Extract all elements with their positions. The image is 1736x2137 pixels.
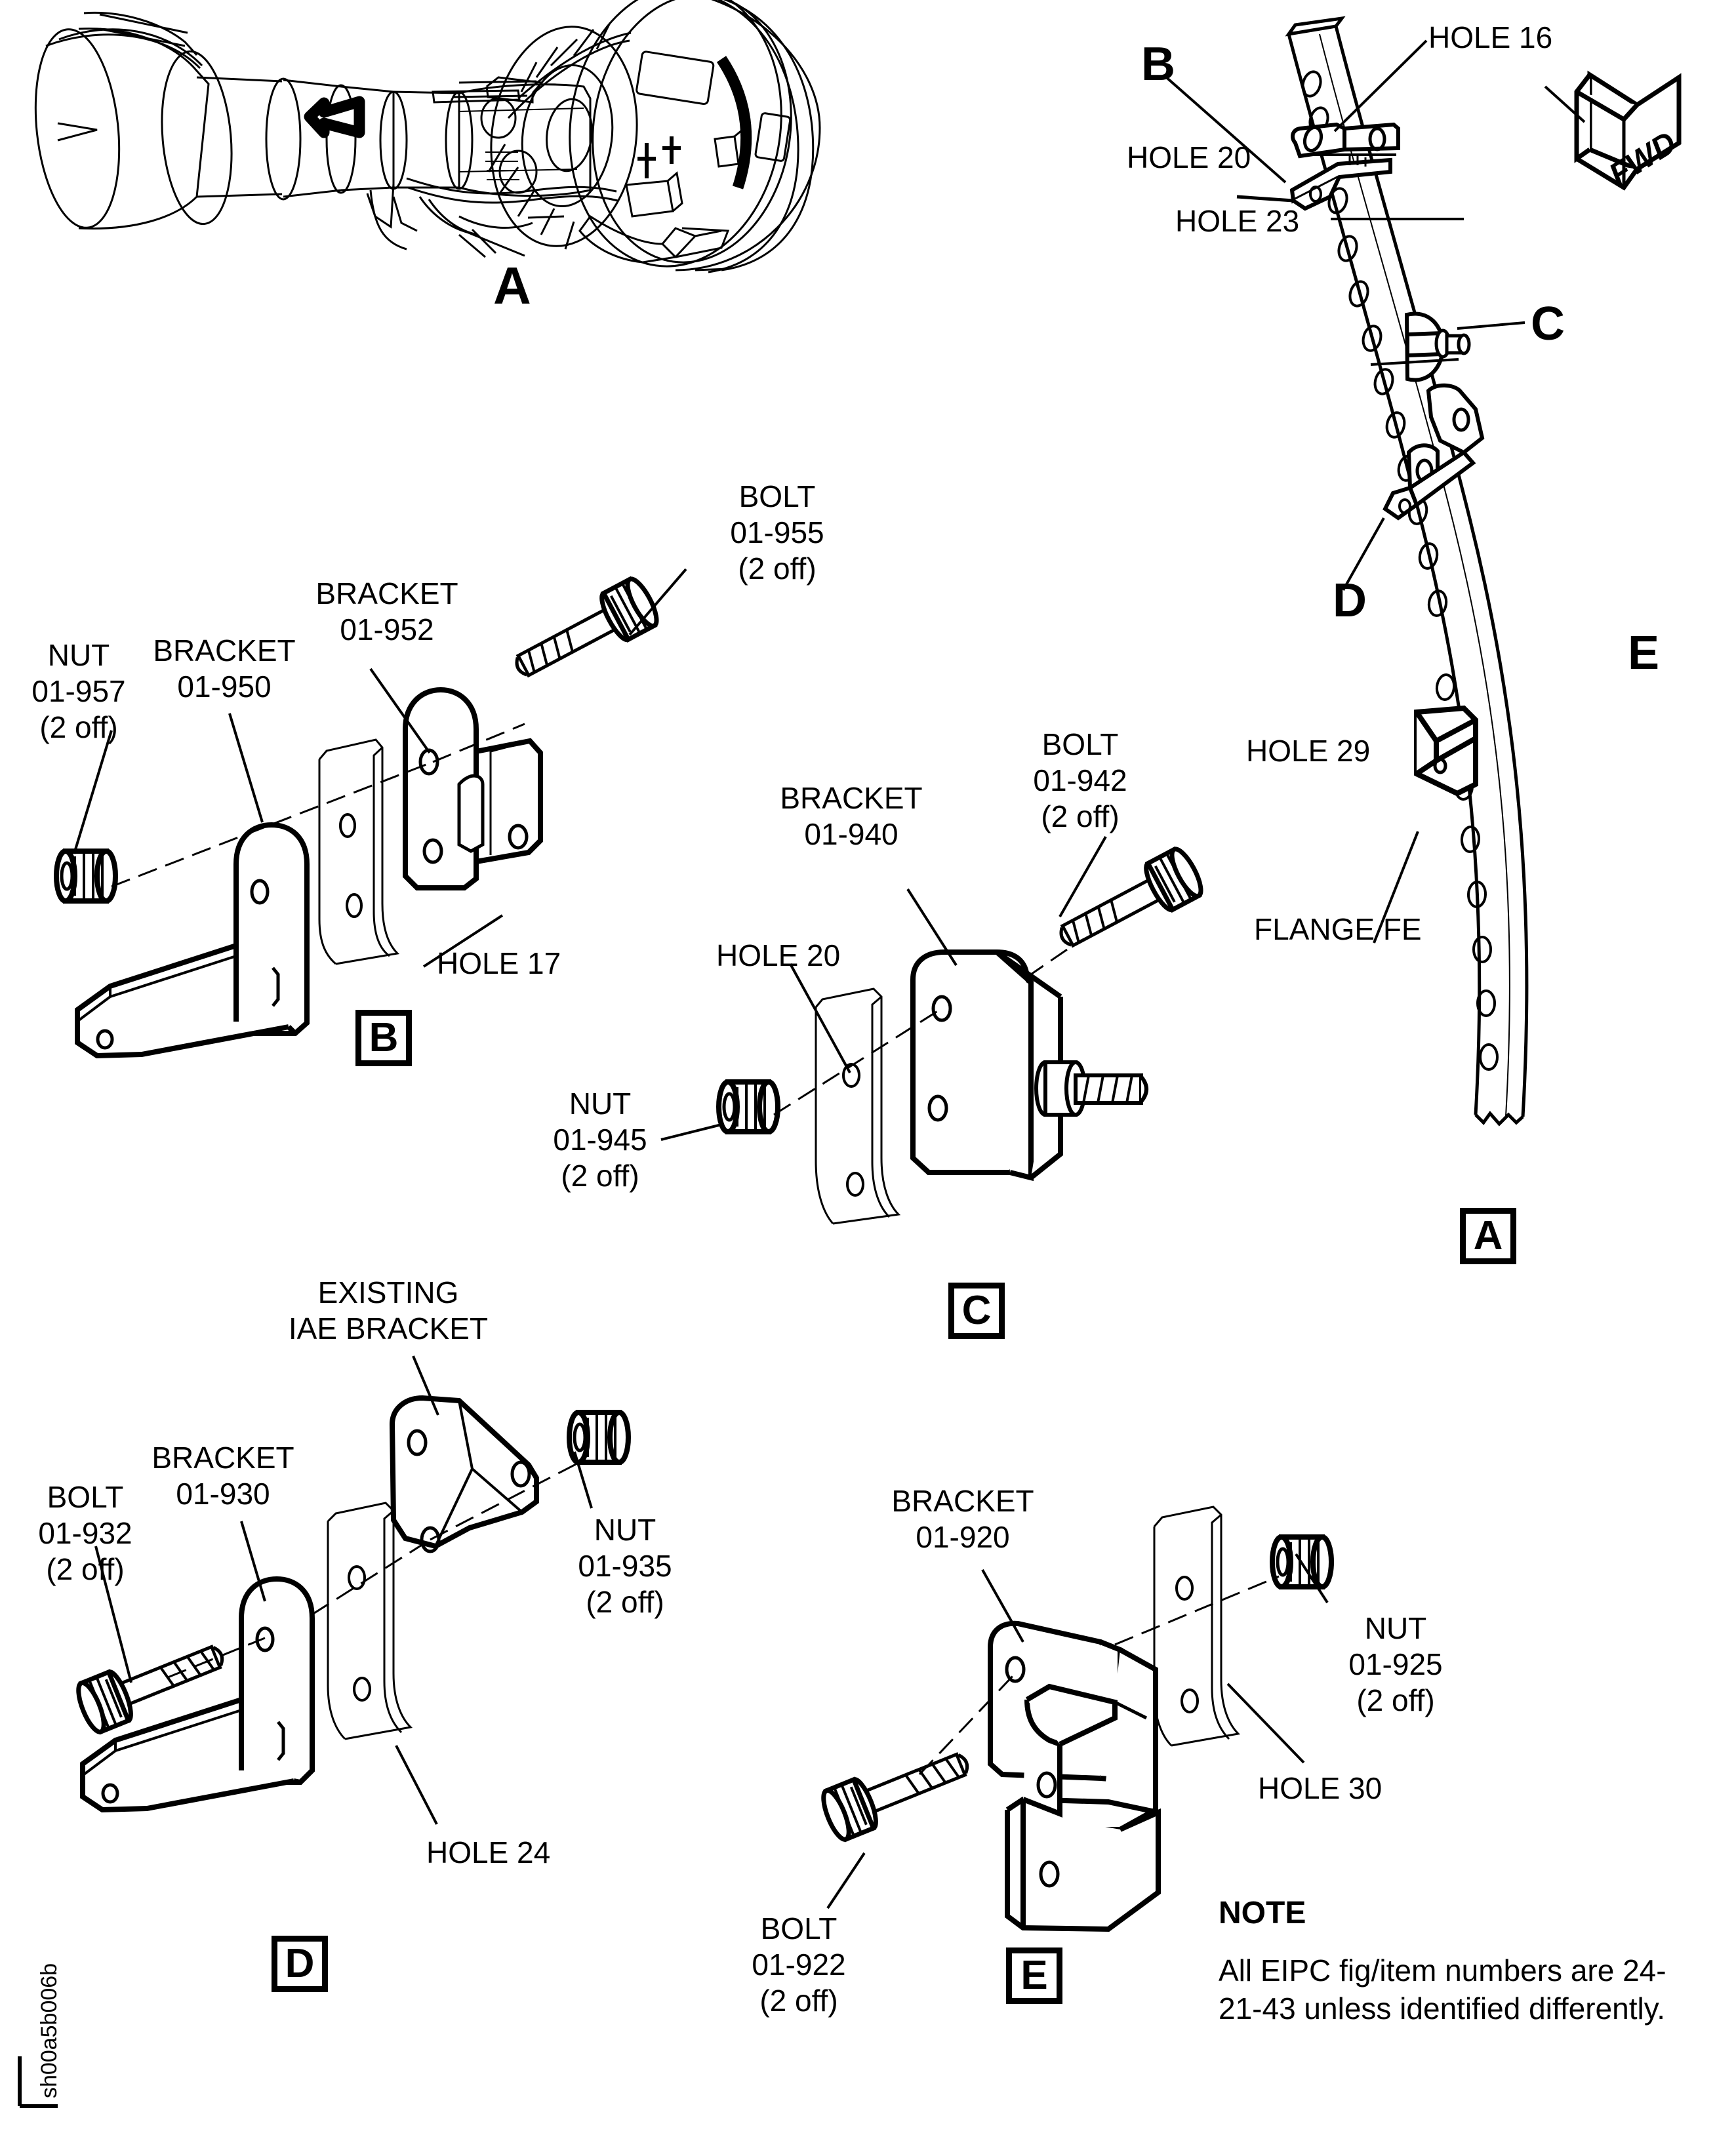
label-bolt-01-922: BOLT 01-922 (2 off) bbox=[752, 1911, 846, 2018]
nut-01-957-glyph bbox=[56, 851, 115, 901]
label-bracket-01-940: BRACKET 01-940 bbox=[780, 781, 923, 851]
engine-view-arrow-label: A bbox=[493, 256, 531, 315]
note-body: All EIPC fig/item numbers are 24-21-43 u… bbox=[1219, 1953, 1666, 2026]
viewbox-c: C bbox=[948, 1283, 1005, 1339]
label-nut-01-925: NUT 01-925 (2 off) bbox=[1348, 1611, 1443, 1717]
view-a-flange-drawing bbox=[1236, 16, 1682, 1127]
label-view-a-hole-20: HOLE 20 bbox=[1127, 140, 1251, 174]
view-a-callout-b: B bbox=[1141, 38, 1175, 90]
label-view-b-hole-17: HOLE 17 bbox=[437, 946, 561, 980]
label-view-d-hole-24: HOLE 24 bbox=[426, 1835, 551, 1869]
drawing-id: sh00a5b006b bbox=[37, 1963, 62, 2098]
label-bracket-01-950: BRACKET 01-950 bbox=[153, 633, 296, 704]
label-hole-16: HOLE 16 bbox=[1428, 20, 1553, 54]
label-nut-01-957: NUT 01-957 (2 off) bbox=[31, 638, 126, 744]
view-e-drawing bbox=[818, 1506, 1331, 1932]
label-view-e-hole-30: HOLE 30 bbox=[1258, 1771, 1383, 1805]
nut-01-925-glyph bbox=[1272, 1537, 1331, 1587]
engine-assembly-drawing bbox=[34, 0, 821, 273]
view-e-leader-lines bbox=[826, 1553, 1329, 1909]
label-view-c-hole-20: HOLE 20 bbox=[716, 938, 841, 972]
label-bracket-01-930: BRACKET 01-930 bbox=[151, 1441, 294, 1511]
bolt-01-922-glyph bbox=[818, 1738, 976, 1843]
label-nut-01-935: NUT 01-935 (2 off) bbox=[578, 1513, 672, 1619]
view-a-callout-d: D bbox=[1333, 574, 1367, 627]
view-a-leader-lines bbox=[1163, 39, 1586, 944]
label-view-a-hole-29: HOLE 29 bbox=[1246, 734, 1371, 768]
bolt-01-955-glyph bbox=[506, 575, 662, 691]
viewbox-d: D bbox=[272, 1936, 328, 1992]
label-view-a-hole-23: HOLE 23 bbox=[1175, 204, 1300, 238]
view-a-callout-c: C bbox=[1531, 298, 1565, 350]
label-bolt-01-955: BOLT 01-955 (2 off) bbox=[730, 479, 824, 586]
label-bracket-01-952: BRACKET 01-952 bbox=[315, 576, 458, 647]
bolt-01-942-glyph bbox=[1050, 845, 1206, 961]
view-c-drawing bbox=[719, 845, 1206, 1225]
label-nut-01-945: NUT 01-945 (2 off) bbox=[553, 1087, 647, 1193]
note-title: NOTE bbox=[1219, 1896, 1306, 1930]
view-c-leader-lines bbox=[660, 836, 1107, 1141]
bolt-01-932-glyph bbox=[73, 1631, 231, 1735]
nut-01-935-glyph bbox=[569, 1412, 628, 1462]
fwd-arrow-label: FWD bbox=[1603, 125, 1683, 193]
label-bolt-01-932: BOLT 01-932 (2 off) bbox=[38, 1480, 132, 1586]
nut-01-945-glyph bbox=[719, 1082, 778, 1132]
label-bolt-01-942: BOLT 01-942 (2 off) bbox=[1033, 727, 1127, 833]
viewbox-a: A bbox=[1460, 1208, 1516, 1264]
view-a-callout-e: E bbox=[1628, 627, 1660, 679]
viewbox-e: E bbox=[1006, 1947, 1062, 2004]
label-existing-iae-bracket: EXISTING IAE BRACKET bbox=[288, 1275, 489, 1346]
label-bracket-01-920: BRACKET 01-920 bbox=[891, 1484, 1034, 1554]
view-d-leader-lines bbox=[94, 1355, 593, 1825]
label-flange-fe: FLANGE FE bbox=[1254, 912, 1422, 946]
viewbox-b: B bbox=[355, 1010, 412, 1066]
